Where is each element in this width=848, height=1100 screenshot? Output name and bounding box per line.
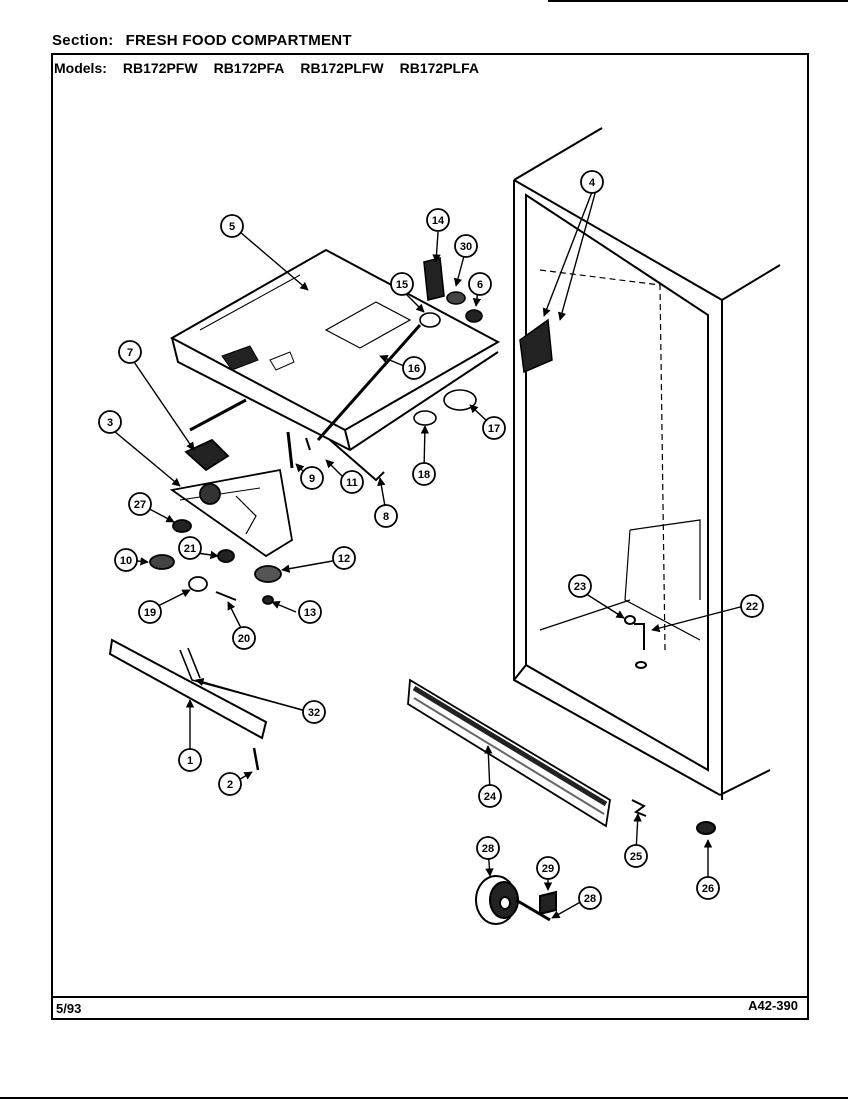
svg-text:22: 22 [746, 601, 758, 613]
callout-26: 26 [696, 876, 720, 900]
svg-text:13: 13 [304, 607, 316, 619]
callout-2: 2 [218, 772, 242, 796]
svg-text:28: 28 [584, 893, 596, 905]
callout-8: 8 [374, 504, 398, 528]
callout-22: 22 [740, 594, 764, 618]
damper-parts [286, 257, 483, 482]
callout-28a: 28 [476, 836, 500, 860]
callout-27: 27 [128, 492, 152, 516]
svg-text:30: 30 [460, 241, 472, 253]
callout-28b: 28 [578, 886, 602, 910]
svg-text:17: 17 [488, 423, 500, 435]
callout-13: 13 [298, 600, 322, 624]
section-heading: Section: FRESH FOOD COMPARTMENT [52, 32, 352, 49]
svg-text:20: 20 [238, 633, 250, 645]
models-label: Models: [54, 60, 107, 76]
svg-text:6: 6 [477, 279, 483, 291]
svg-text:10: 10 [120, 555, 132, 567]
diagram-frame [51, 53, 809, 1020]
model-number: RB172PFW [122, 60, 198, 76]
callout-30: 29 [536, 856, 560, 880]
svg-text:19: 19 [144, 607, 156, 619]
callout-15: 15 [390, 272, 414, 296]
svg-text:32: 32 [308, 707, 320, 719]
callout-18: 18 [412, 462, 436, 486]
callout-labels: 5 14 30 4 15 6 16 17 18 7 3 9 11 8 27 10… [98, 170, 764, 910]
control-cover [169, 248, 501, 452]
svg-text:25: 25 [630, 851, 642, 863]
svg-text:21: 21 [184, 543, 196, 555]
footer-rule [51, 996, 809, 998]
svg-text:27: 27 [134, 499, 146, 511]
callout-1: 1 [178, 748, 202, 772]
svg-text:1: 1 [187, 755, 193, 767]
svg-text:18: 18 [418, 469, 430, 481]
section-value: FRESH FOOD COMPARTMENT [125, 32, 352, 49]
svg-text:15: 15 [396, 279, 408, 291]
model-number: RB172PLFA [399, 60, 479, 76]
callout-14: 14 [426, 208, 450, 232]
callout-21: 21 [178, 536, 202, 560]
svg-text:3: 3 [107, 417, 113, 429]
control-assembly [149, 398, 293, 605]
models-heading: Models: RB172PFW RB172PFA RB172PLFW RB172PLF… [54, 60, 479, 76]
svg-text:23: 23 [574, 581, 586, 593]
leader-lines [107, 189, 745, 919]
svg-text:8: 8 [383, 511, 389, 523]
svg-text:24: 24 [484, 791, 497, 803]
callout-7: 7 [118, 340, 142, 364]
callout-10: 10 [114, 548, 138, 572]
callout-25: 25 [624, 844, 648, 868]
svg-text:5: 5 [229, 221, 235, 233]
cabinet-liner [513, 127, 781, 800]
svg-text:14: 14 [432, 215, 445, 227]
callout-17: 17 [482, 416, 506, 440]
roller-parts [475, 615, 716, 925]
svg-text:12: 12 [338, 553, 350, 565]
callout-16: 16 [402, 356, 426, 380]
callout-32: 32 [302, 700, 326, 724]
top-rule [548, 0, 848, 2]
svg-text:7: 7 [127, 347, 133, 359]
svg-text:4: 4 [589, 177, 596, 189]
callout-9: 9 [300, 466, 324, 490]
callout-19: 19 [138, 600, 162, 624]
callout-5: 5 [220, 214, 244, 238]
callout-6: 6 [468, 272, 492, 296]
grille [407, 678, 611, 828]
svg-text:11: 11 [346, 477, 358, 489]
bracket-assembly [108, 638, 311, 771]
svg-text:29: 29 [542, 863, 554, 875]
callout-4: 4 [580, 170, 604, 194]
callout-3: 3 [98, 410, 122, 434]
revision-date: 5/93 [56, 1001, 82, 1016]
callout-11: 11 [340, 470, 364, 494]
callout-24: 24 [478, 784, 502, 808]
callout-20: 20 [232, 626, 256, 650]
model-number: RB172PFA [213, 60, 285, 76]
svg-text:28: 28 [482, 843, 494, 855]
callout-12: 12 [332, 546, 356, 570]
diagram-code: A42-390 [748, 998, 798, 1013]
model-number: RB172PLFW [300, 60, 384, 76]
section-label: Section: [52, 32, 114, 49]
svg-text:9: 9 [309, 473, 315, 485]
svg-text:26: 26 [702, 883, 714, 895]
bottom-rule [0, 1097, 848, 1099]
svg-text:2: 2 [227, 779, 233, 791]
callout-31: 30 [454, 234, 478, 258]
callout-23: 23 [568, 574, 592, 598]
svg-text:16: 16 [408, 363, 420, 375]
